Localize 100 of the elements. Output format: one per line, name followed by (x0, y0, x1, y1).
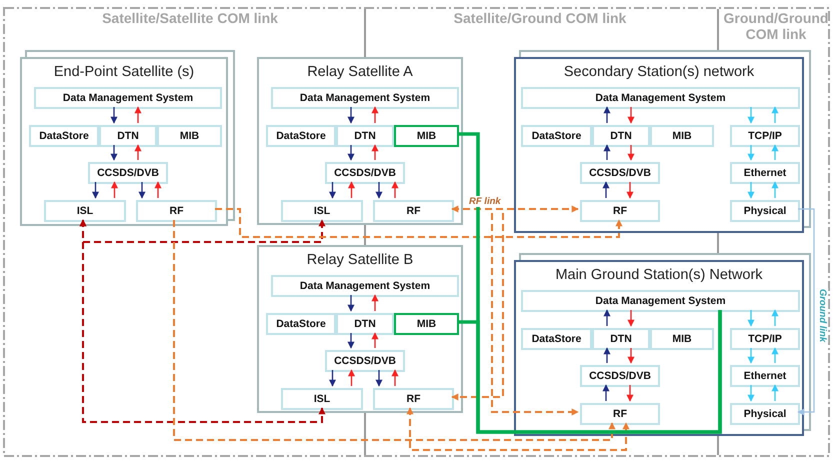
arrow (772, 309, 778, 326)
satellite-panel (257, 245, 463, 413)
dashed-arrow (215, 208, 622, 238)
layer-box: RF (373, 388, 454, 410)
arrow (772, 106, 778, 123)
layer-box: Data Management System (521, 290, 800, 312)
layer-box: MIB (650, 125, 714, 147)
satellite-panel (20, 57, 228, 226)
layer-box: MIB (650, 328, 714, 350)
arrow (748, 145, 754, 161)
dashed-arrow (451, 208, 504, 400)
layer-box: Data Management System (271, 275, 459, 297)
arrow (134, 106, 142, 123)
layer-box: RF (136, 200, 217, 222)
layer-box: ISL (281, 388, 363, 410)
layer-box: RF (580, 200, 660, 222)
layer-box: Data Management System (271, 87, 459, 109)
arrow (748, 182, 754, 199)
arrow (372, 144, 378, 160)
arrow (134, 144, 142, 160)
arrow (372, 294, 378, 311)
dashed-arrow (451, 206, 579, 212)
edge-label: Ground link (817, 288, 828, 344)
layer-box: Data Management System (521, 87, 800, 109)
layer-box: ISL (44, 200, 126, 222)
arrow (626, 385, 634, 402)
arrow (772, 181, 778, 198)
arrow (372, 106, 378, 123)
arrow (772, 144, 778, 160)
arrow (604, 309, 610, 326)
layer-box: DataStore (521, 328, 592, 350)
layer-box: DTN (592, 328, 650, 350)
arrow (604, 347, 610, 363)
arrow (110, 107, 118, 124)
layer-box: DataStore (266, 125, 336, 147)
layer-box: ISL (281, 200, 363, 222)
layer-box: DTN (592, 125, 650, 147)
arrow (348, 181, 355, 198)
arrow (604, 106, 610, 123)
station-panel (514, 260, 804, 436)
arrow (329, 182, 336, 199)
arrow (348, 107, 354, 124)
arrow (604, 144, 610, 160)
arrow (797, 208, 815, 416)
connector-line (457, 310, 722, 434)
arrow (376, 182, 382, 199)
layer-box: MIB (394, 313, 459, 335)
layer-box: TCP/IP (730, 328, 800, 350)
arrow (392, 369, 398, 386)
arrow (626, 182, 634, 199)
layer-box: DTN (99, 125, 157, 147)
arrow (138, 182, 146, 199)
satellite-panel (257, 57, 463, 225)
layer-box: Data Management System (34, 87, 222, 109)
zone-label: Satellite/Ground COM link (452, 10, 628, 26)
panel-title: Main Ground Station(s) Network (554, 267, 764, 283)
layer-box: CCSDS/DVB (580, 365, 660, 387)
arrow (748, 385, 754, 402)
arrow (628, 145, 634, 161)
arrow (602, 384, 610, 401)
arrow (628, 310, 634, 327)
arrow (92, 182, 99, 199)
arrow (329, 370, 336, 387)
layer-box: CCSDS/DVB (325, 350, 405, 372)
layer-box: MIB (394, 125, 459, 147)
layer-box: Ethernet (730, 365, 800, 387)
layer-box: CCSDS/DVB (580, 162, 660, 184)
layer-box: DTN (336, 125, 394, 147)
layer-box: Physical (730, 403, 800, 425)
panel-title: End-Point Satellite (s) (52, 64, 196, 80)
layer-box: CCSDS/DVB (88, 162, 168, 184)
arrow (748, 107, 754, 124)
layer-box: DTN (336, 313, 394, 335)
layer-box: DataStore (521, 125, 592, 147)
dashed-arrow (173, 220, 616, 441)
arrow (348, 295, 354, 312)
arrow (392, 181, 398, 198)
arrow (772, 347, 778, 363)
zone-label: Ground/Ground COM link (722, 10, 830, 42)
edge-label: RF link (468, 196, 502, 207)
layer-box: TCP/IP (730, 125, 800, 147)
arrow (628, 107, 634, 124)
arrow (154, 181, 162, 198)
layer-box: Physical (730, 200, 800, 222)
panel-title: Relay Satellite B (306, 252, 414, 268)
arrow (376, 370, 382, 387)
station-panel (514, 57, 804, 233)
arrow (110, 145, 118, 161)
arrow (772, 384, 778, 401)
arrow (372, 332, 378, 348)
layer-box: RF (373, 200, 454, 222)
arrow (348, 369, 355, 386)
layer-box: DataStore (29, 125, 99, 147)
arrow (748, 348, 754, 364)
zone-label: Satellite/Satellite COM link (101, 10, 279, 26)
layer-box: MIB (157, 125, 222, 147)
panel-title: Relay Satellite A (306, 64, 414, 80)
layer-box: CCSDS/DVB (325, 162, 405, 184)
arrow (348, 333, 354, 349)
arrow (628, 348, 634, 364)
